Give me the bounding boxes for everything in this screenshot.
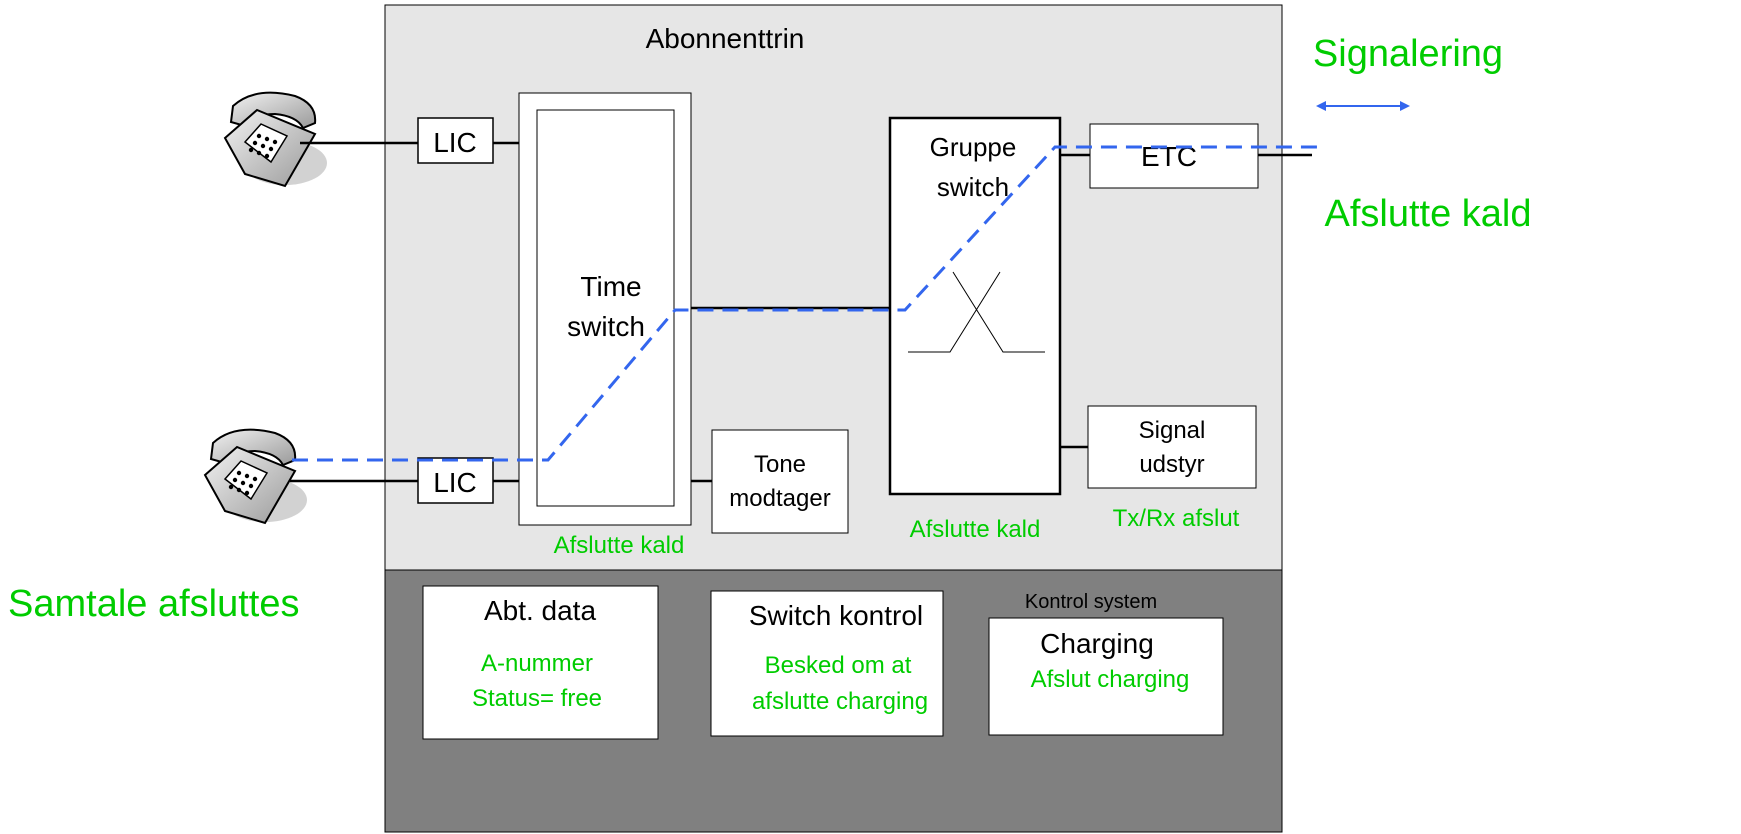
charging-box xyxy=(988,617,1224,736)
etc-box xyxy=(1089,123,1259,189)
call-path-dashed xyxy=(292,145,1322,462)
abt-data-title: Abt. data xyxy=(484,595,597,626)
time-switch-label-1: Time xyxy=(580,271,641,302)
signal-equipment-label-1: Signal xyxy=(1139,417,1206,444)
afslutte-kald-label: Afslutte kald xyxy=(1325,193,1532,235)
telephone-bottom-icon xyxy=(203,428,307,525)
tone-receiver-label-1: Tone xyxy=(754,451,806,478)
lic-top-box xyxy=(417,117,494,164)
signal-equipment-box xyxy=(1087,405,1257,489)
time-switch-status: Afslutte kald xyxy=(554,532,685,559)
charging-line-1: Afslut charging xyxy=(1031,666,1190,693)
telephone-top-icon xyxy=(223,91,327,188)
samtale-afsluttes-label: Samtale afsluttes xyxy=(8,583,299,625)
switch-control-line-1: Besked om at xyxy=(765,652,912,679)
switch-control-title: Switch kontrol xyxy=(749,600,923,631)
abt-data-line-2: Status= free xyxy=(472,685,602,712)
lic-bottom-box xyxy=(417,457,494,504)
control-system-label: Kontrol system xyxy=(1025,591,1157,613)
switch-control-box xyxy=(710,590,944,737)
signal-equipment-status: Tx/Rx afslut xyxy=(1113,505,1240,532)
abt-data-box xyxy=(422,585,659,740)
group-switch-box xyxy=(888,116,1062,496)
crosspoint-icon xyxy=(908,271,1045,353)
group-switch-label-1: Gruppe xyxy=(930,132,1017,162)
time-switch-inner xyxy=(536,109,675,507)
tone-receiver-box xyxy=(711,429,849,534)
group-switch-status: Afslutte kald xyxy=(910,516,1041,543)
abt-data-line-1: A-nummer xyxy=(481,650,593,677)
lic-top-label: LIC xyxy=(433,127,477,158)
switch-control-line-2: afslutte charging xyxy=(752,688,928,715)
group-switch-label-2: switch xyxy=(937,172,1009,202)
time-switch-label-2: switch xyxy=(567,311,645,342)
tone-receiver-label-2: modtager xyxy=(729,485,830,512)
exchange-title: Abonnenttrin xyxy=(646,23,805,54)
lic-bottom-label: LIC xyxy=(433,467,477,498)
signal-equipment-label-2: udstyr xyxy=(1139,451,1204,478)
charging-title: Charging xyxy=(1040,628,1154,659)
signalering-label: Signalering xyxy=(1313,33,1503,75)
